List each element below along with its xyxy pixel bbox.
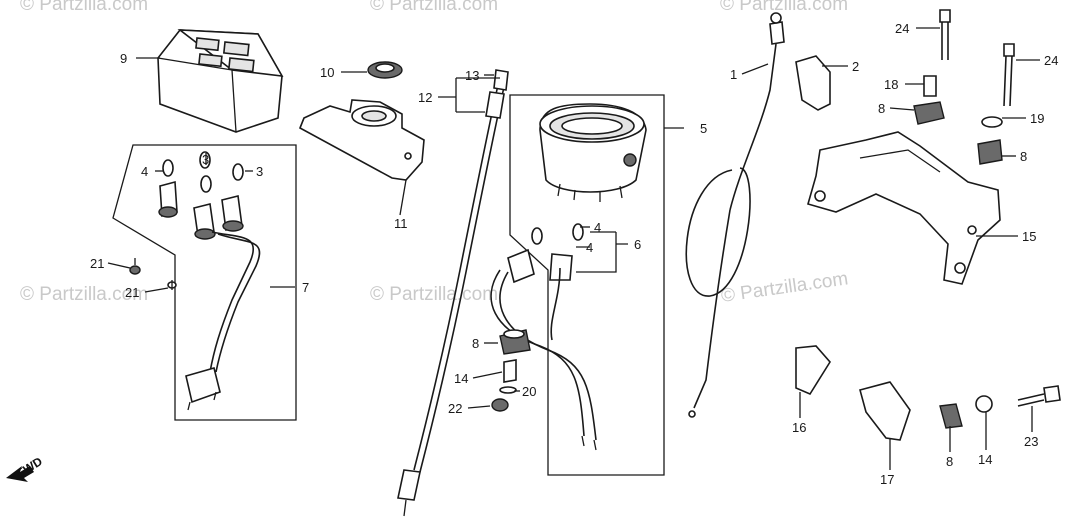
callout-1: 1 — [730, 67, 737, 82]
callout-6: 6 — [634, 237, 641, 252]
callout-3: 3 — [202, 152, 209, 167]
meter-bulbs — [507, 223, 584, 284]
meter-harness — [490, 267, 597, 451]
callout-18: 18 — [884, 77, 898, 92]
tachometer-cable — [685, 12, 785, 418]
callout-5: 5 — [700, 121, 707, 136]
wire-harness — [185, 231, 261, 411]
meter-stay — [807, 131, 1001, 285]
watermark: © Partzilla.com — [370, 0, 498, 15]
callout-11: 11 — [394, 216, 408, 231]
callout-15: 15 — [1022, 229, 1036, 244]
bracket-16 — [795, 345, 831, 396]
fasteners-center — [491, 329, 531, 412]
callout-21: 21 — [125, 285, 139, 300]
callout-4: 4 — [594, 220, 601, 235]
meter-bracket — [298, 99, 425, 181]
callout-19: 19 — [1030, 111, 1044, 126]
callout-4: 4 — [141, 164, 148, 179]
callout-23: 23 — [1024, 434, 1038, 449]
callout-2: 2 — [852, 59, 859, 74]
callout-24: 24 — [1044, 53, 1058, 68]
grommet — [367, 61, 403, 79]
bracket-17 — [859, 381, 911, 441]
callout-4: 4 — [586, 240, 593, 255]
meter-case — [157, 29, 284, 133]
watermark: © Partzilla.com — [720, 268, 850, 307]
watermark: © Partzilla.com — [720, 0, 848, 15]
watermark: © Partzilla.com — [20, 284, 148, 305]
callout-3: 3 — [256, 164, 263, 179]
watermarks: © Partzilla.com © Partzilla.com © Partzi… — [20, 0, 849, 307]
leader-lines — [107, 27, 1040, 470]
callout-21: 21 — [90, 256, 104, 271]
fasteners-lower-right — [939, 385, 1061, 429]
callout-12: 12 — [418, 90, 432, 105]
callout-10: 10 — [320, 65, 334, 80]
watermark: © Partzilla.com — [20, 0, 148, 15]
cable-clip — [795, 55, 831, 111]
callout-24: 24 — [895, 21, 909, 36]
callout-8: 8 — [472, 336, 479, 351]
callout-16: 16 — [792, 420, 806, 435]
callout-8: 8 — [946, 454, 953, 469]
callout-20: 20 — [522, 384, 536, 399]
callout-14: 14 — [978, 452, 992, 467]
bolts-24 — [939, 9, 1015, 107]
fasteners-upper-right — [913, 75, 1003, 165]
group-frame-7 — [112, 144, 297, 421]
watermark: © Partzilla.com — [370, 284, 498, 305]
callout-22: 22 — [448, 401, 462, 416]
callout-17: 17 — [880, 472, 894, 487]
callout-13: 13 — [465, 68, 479, 83]
callout-8: 8 — [878, 101, 885, 116]
callout-7: 7 — [302, 280, 309, 295]
callout-9: 9 — [120, 51, 127, 66]
callout-14: 14 — [454, 371, 468, 386]
fwd-label: FWD — [14, 454, 45, 481]
fwd-arrow: FWD — [6, 454, 45, 482]
speedometer — [539, 103, 647, 202]
lamp-sockets — [158, 151, 244, 240]
screws-21 — [129, 258, 177, 290]
callouts: 9 10 11 4 3 3 7 21 21 12 13 5 4 4 6 8 14… — [90, 21, 1058, 487]
speedometer-cable — [397, 69, 509, 517]
callout-8: 8 — [1020, 149, 1027, 164]
group-frame-5 — [509, 94, 665, 476]
